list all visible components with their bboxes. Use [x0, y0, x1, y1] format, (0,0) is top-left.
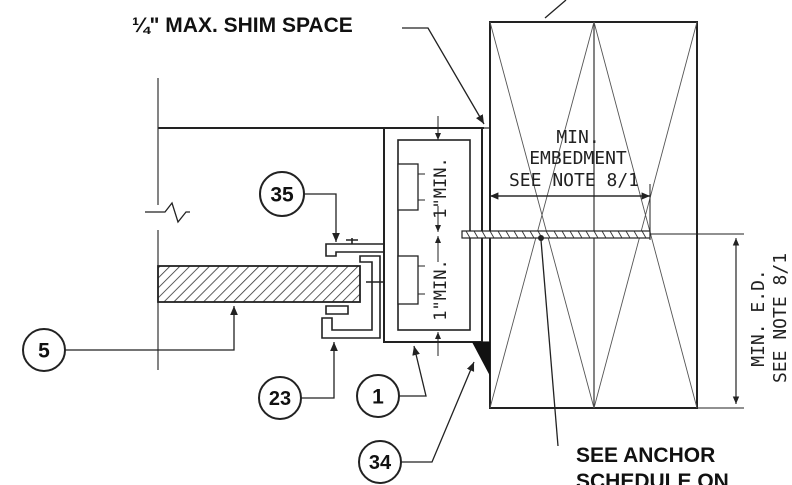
- anchor-rod: [461, 230, 651, 239]
- embedment-label-2: EMBEDMENT: [529, 148, 627, 169]
- min-upper-label: 1"MIN.: [431, 157, 451, 218]
- callout-5-number: 5: [38, 340, 50, 363]
- embedment-dimension: MIN. EMBEDMENT SEE NOTE 8/1: [490, 127, 651, 240]
- embedment-label-3: SEE NOTE 8/1: [509, 170, 639, 191]
- sealant-fillet: [472, 342, 490, 376]
- callout-34-number: 34: [369, 452, 392, 474]
- min-lower-label: 1"MIN.: [431, 259, 451, 320]
- callout-1-number: 1: [372, 386, 384, 409]
- anchor-schedule-note: SEE ANCHOR SCHEDULE ON: [538, 235, 729, 485]
- head-structure: [145, 78, 484, 370]
- embedment-label-1: MIN.: [556, 127, 599, 148]
- edge-distance-label-2: SEE NOTE 8/1: [770, 253, 791, 383]
- edge-distance-dimension: MIN. E.D. SEE NOTE 8/1: [650, 233, 791, 409]
- callout-35-number: 35: [270, 184, 294, 207]
- break-line: [145, 201, 190, 224]
- callout-23-number: 23: [269, 388, 291, 410]
- top-leader-line: [544, 0, 567, 19]
- callout-23: 23: [258, 342, 338, 420]
- min-clearance-dimensions: 1"MIN. 1"MIN.: [431, 116, 451, 356]
- glazing-panel: [157, 265, 361, 303]
- anchor-note-line-1: SEE ANCHOR: [576, 444, 715, 467]
- shim-space-label: ¼" MAX. SHIM SPACE: [132, 14, 353, 37]
- anchor-note-line-2: SCHEDULE ON: [576, 470, 729, 485]
- aluminum-frame-profile: [321, 238, 385, 339]
- callout-35: 35: [259, 171, 340, 242]
- substrate-block: [489, 21, 698, 409]
- edge-distance-label-1: MIN. E.D.: [748, 269, 769, 367]
- callout-34: 34: [358, 361, 475, 484]
- callout-1: 1: [356, 345, 427, 418]
- callout-5: 5: [22, 306, 238, 372]
- shim-space-callout: ¼" MAX. SHIM SPACE: [132, 14, 485, 125]
